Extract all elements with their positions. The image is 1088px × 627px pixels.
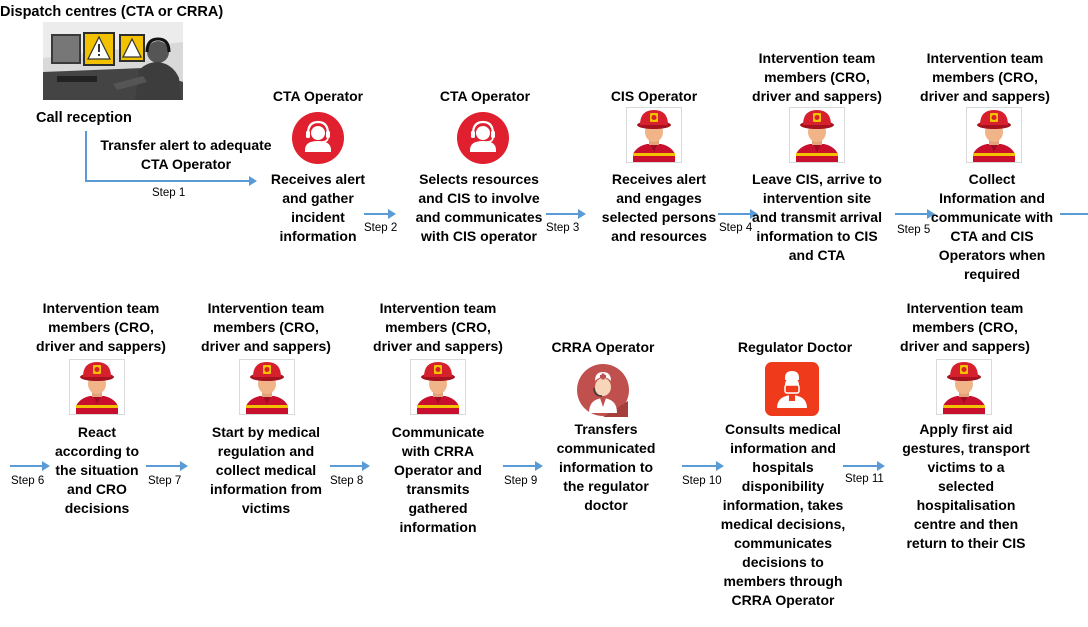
row2-node7-desc: Start by medical regulation and collect … [210, 424, 322, 516]
step2-label: Step 2 [364, 222, 398, 234]
row2-node11-title: Intervention team members (CRO, driver a… [900, 300, 1030, 354]
doctor-icon [765, 362, 819, 416]
firefighter-icon [967, 108, 1021, 162]
step4-arrow [718, 209, 758, 219]
row2-node9-title: CRRA Operator [551, 339, 655, 355]
step8-label: Step 8 [330, 475, 364, 487]
row2-node8-title: Intervention team members (CRO, driver a… [373, 300, 503, 354]
row1-node3-desc: Receives alert and engages selected pers… [601, 171, 717, 244]
row1-node2-desc: Selects resources and CIS to involve and… [415, 171, 543, 244]
step1-arrow [85, 176, 257, 186]
firefighter-icon [70, 360, 124, 414]
headset-operator-icon [291, 111, 345, 165]
row1-node2-title: CTA Operator [439, 88, 531, 104]
firefighter-icon [411, 360, 465, 414]
step3-arrow [546, 209, 586, 219]
continue-arrow [1060, 209, 1088, 219]
dispatch-operator-illustration [43, 22, 183, 100]
row2-node8-desc: Communicate with CRRA Operator and trans… [391, 424, 485, 535]
step8-arrow [330, 461, 370, 471]
dispatch-centres-title: Dispatch centres (CTA or CRRA) [0, 4, 224, 20]
step1-connector-vertical [85, 131, 87, 181]
row1-node5-title: Intervention team members (CRO, driver a… [920, 50, 1050, 104]
row2-node9-desc: Transfers communicated information to th… [556, 421, 656, 513]
step9-arrow [503, 461, 543, 471]
transfer-alert-text: Transfer alert to adequate CTA Operator [100, 137, 272, 172]
firefighter-icon [240, 360, 294, 414]
step6-arrow [10, 461, 50, 471]
step9-label: Step 9 [504, 475, 538, 487]
step3-label: Step 3 [546, 222, 580, 234]
row1-node3-title: CIS Operator [610, 88, 698, 104]
row2-node6-title: Intervention team members (CRO, driver a… [36, 300, 166, 354]
step10-arrow [682, 461, 724, 471]
row1-node5-desc: Collect Information and communicate with… [930, 171, 1054, 282]
row2-node7-title: Intervention team members (CRO, driver a… [201, 300, 331, 354]
step5-label: Step 5 [897, 224, 931, 236]
step2-arrow [364, 209, 396, 219]
firefighter-icon [937, 360, 991, 414]
step4-label: Step 4 [719, 222, 753, 234]
row2-node10-desc: Consults medical information and hospita… [720, 421, 846, 608]
call-reception-label: Call reception [36, 110, 132, 126]
step7-arrow [146, 461, 188, 471]
row1-node4-desc: Leave CIS, arrive to intervention site a… [752, 171, 882, 263]
row2-node10-title: Regulator Doctor [737, 339, 853, 355]
step11-label: Step 11 [845, 473, 884, 485]
step6-label: Step 6 [11, 475, 45, 487]
nurse-operator-icon [576, 363, 630, 417]
firefighter-icon [790, 108, 844, 162]
row1-node1-title: CTA Operator [272, 88, 364, 104]
row2-node6-desc: React according to the situation and CRO… [54, 424, 139, 516]
step5-arrow [895, 209, 935, 219]
step10-label: Step 10 [682, 475, 722, 487]
row2-node11-desc: Apply first aid gestures, transport vict… [902, 421, 1030, 551]
firefighter-icon [627, 108, 681, 162]
row1-node1-desc: Receives alert and gather incident infor… [270, 171, 366, 244]
row1-node4-title: Intervention team members (CRO, driver a… [752, 50, 882, 104]
step7-label: Step 7 [148, 475, 182, 487]
step1-label: Step 1 [152, 187, 186, 199]
step11-arrow [843, 461, 885, 471]
headset-operator-icon [456, 111, 510, 165]
